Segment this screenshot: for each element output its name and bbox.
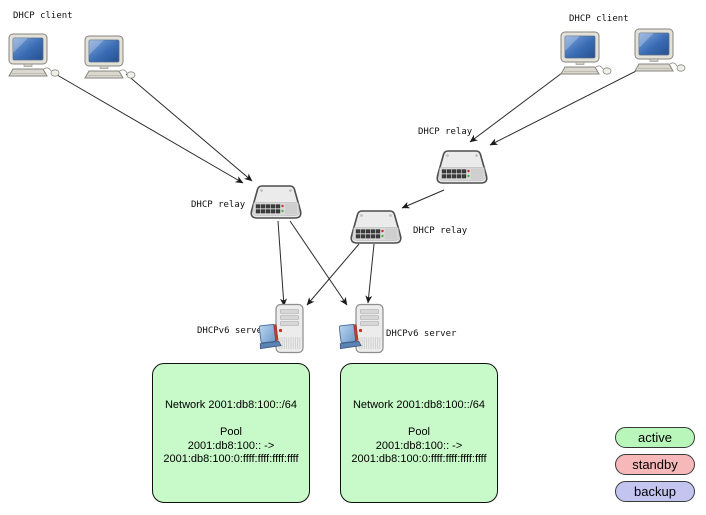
arrow-relay-middle-to-server-left	[306, 243, 360, 306]
relay-middle-label: DHCP relay	[413, 226, 468, 236]
legend-label-standby: standby	[632, 457, 678, 472]
arrow-relay-left-to-server-left	[277, 220, 287, 307]
arrow-relay-middle-to-server-right	[365, 243, 375, 304]
arrow-client4-to-relay-right	[489, 66, 645, 146]
arrow-client1-to-relay-left	[51, 71, 244, 184]
desktop-computer-icon	[84, 35, 136, 79]
pool-title: Pool	[407, 426, 431, 439]
server-right-label: DHCPv6 server	[386, 329, 457, 339]
pool-range-to: 2001:db8:100:0:ffff:ffff:ffff:ffff	[351, 453, 487, 466]
network-switch-icon	[350, 210, 402, 244]
desktop-computer-icon	[8, 33, 60, 77]
arrow-relay-right-to-relay-middle	[401, 189, 445, 209]
network-pool-box-right: Network 2001:db8:100::/64 Pool 2001:db8:…	[340, 363, 498, 503]
arrow-relay-left-to-server-right	[289, 220, 348, 306]
server-left-label: DHCPv6 server	[197, 326, 268, 336]
client-group-right-label: DHCP client	[569, 14, 629, 24]
arrow-client2-to-relay-left	[125, 73, 253, 182]
pool-range-from: 2001:db8:100:: ->	[375, 439, 463, 452]
desktop-computer-icon	[560, 31, 612, 75]
arrow-client3-to-relay-right	[469, 69, 567, 143]
legend-pill-active: active	[615, 427, 695, 448]
legend-pill-backup: backup	[615, 481, 695, 502]
pool-range-to: 2001:db8:100:0:ffff:ffff:ffff:ffff	[163, 453, 299, 466]
legend-label-backup: backup	[634, 484, 676, 499]
network-switch-icon	[436, 150, 488, 184]
client-group-left-label: DHCP client	[13, 11, 73, 21]
network-line: Network 2001:db8:100::/64	[164, 399, 298, 412]
legend-pill-standby: standby	[615, 454, 695, 475]
relay-right-upper-label: DHCP relay	[418, 127, 473, 137]
network-pool-box-left: Network 2001:db8:100::/64 Pool 2001:db8:…	[152, 363, 310, 503]
network-line: Network 2001:db8:100::/64	[352, 399, 486, 412]
pool-title: Pool	[219, 426, 243, 439]
server-tower-icon	[259, 303, 304, 354]
legend-label-active: active	[638, 430, 672, 445]
network-switch-icon	[250, 185, 302, 219]
pool-range-from: 2001:db8:100:: ->	[187, 439, 275, 452]
relay-left-label: DHCP relay	[191, 200, 246, 210]
server-tower-icon	[339, 303, 384, 354]
desktop-computer-icon	[634, 28, 686, 72]
legend: active standby backup	[615, 427, 695, 502]
